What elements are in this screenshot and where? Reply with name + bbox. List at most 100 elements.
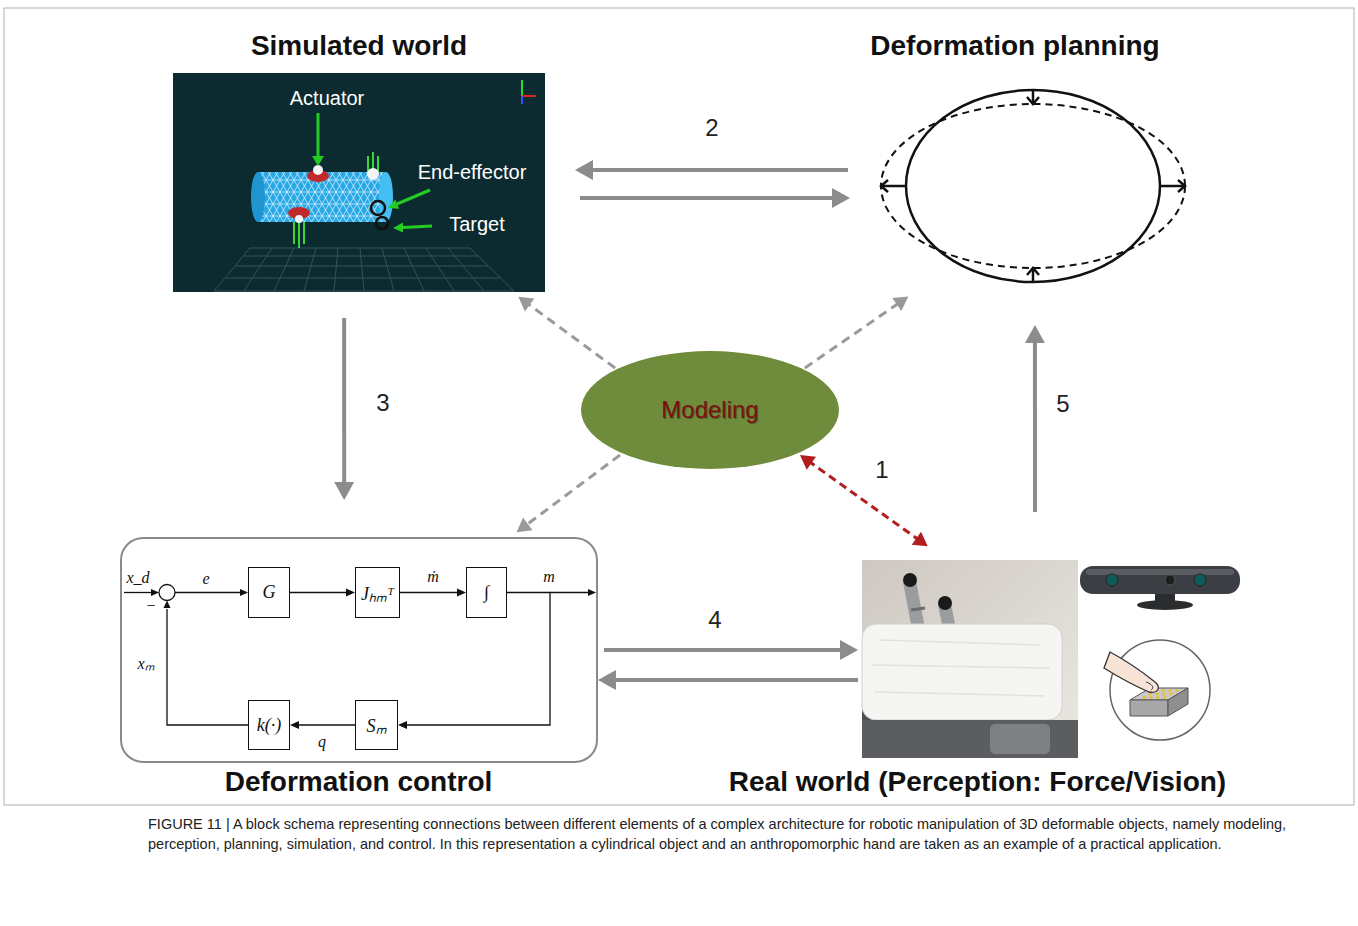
tactile-sensor-icon <box>1175 689 1178 692</box>
simulation-render <box>403 226 432 228</box>
simulation-render <box>173 73 545 292</box>
depth-camera <box>1165 575 1175 585</box>
block-symbol: Sₘ <box>367 713 387 737</box>
flow-arrow <box>588 168 848 172</box>
robot-hand-photo <box>862 720 1078 758</box>
arrow-head <box>334 482 354 500</box>
flow-arrow <box>342 318 346 487</box>
flow-arrow <box>611 678 858 682</box>
section-heading: Deformation planning <box>840 29 1190 63</box>
ellipse-shape <box>581 351 839 469</box>
selection-block: Sₘ <box>355 700 398 750</box>
simulation-render <box>522 95 536 97</box>
figure-frame <box>4 8 1354 805</box>
robot-hand-photo <box>872 665 1050 668</box>
depth-camera <box>1086 569 1234 575</box>
tactile-sensor-icon <box>1162 692 1165 695</box>
signal-line <box>400 592 460 593</box>
deformation-ellipse <box>1178 180 1185 192</box>
signal-name: q <box>316 733 328 751</box>
model-link <box>517 455 620 532</box>
modeling-ellipse: Modeling <box>580 350 840 470</box>
callout-number: 3 <box>373 389 392 417</box>
flow-arrow <box>575 160 848 180</box>
tactile-sensor-icon <box>1142 696 1145 699</box>
simulation-render <box>312 113 432 233</box>
block-symbol: G <box>263 582 276 603</box>
tactile-sensor-icon <box>1110 640 1210 740</box>
signal-line <box>290 592 349 593</box>
control-block-diagram <box>167 609 248 725</box>
deformation-ellipse <box>1160 185 1185 188</box>
signal-line <box>400 589 466 597</box>
arrow-head <box>598 670 616 690</box>
robot-hand-photo <box>911 608 925 610</box>
simulation-render <box>382 248 394 291</box>
tactile-sensor-icon <box>1149 696 1152 699</box>
deformation-ellipse <box>881 104 1185 268</box>
control-block-diagram <box>159 585 175 601</box>
robot-hand-photo <box>862 560 1078 758</box>
block-symbol: Jₕₘᵀ <box>356 568 399 617</box>
node-label: Modeling <box>580 350 840 470</box>
model-link <box>805 297 908 368</box>
arrow-head <box>912 532 928 547</box>
robot-hand-photo <box>880 640 1040 645</box>
part-label: Actuator <box>290 87 364 110</box>
control-block-diagram <box>121 538 597 762</box>
simulation-render <box>377 156 379 172</box>
arrow-head <box>290 721 299 729</box>
simulation-render <box>173 73 545 292</box>
tactile-sensor-icon <box>1104 652 1158 692</box>
robot-hand-photo <box>862 624 1062 720</box>
simulation-render <box>522 80 536 104</box>
block-symbol: k(·) <box>249 701 289 749</box>
simulation-render <box>360 248 364 291</box>
block-symbol: ∫ <box>467 568 506 617</box>
signal-name: m <box>541 568 557 586</box>
control-block-diagram <box>588 589 596 596</box>
control-node: Deformation control G Jₕₘᵀ ∫ k(·) Sₘ <box>120 537 597 800</box>
section-heading: Deformation control <box>120 765 597 799</box>
section-heading: Real world (Perception: Force/Vision) <box>700 765 1255 799</box>
simulation-render <box>371 201 385 215</box>
section-heading: Deformation planning <box>870 30 1159 62</box>
model-link <box>805 302 900 368</box>
simulation-render <box>295 215 303 223</box>
figure-caption: FIGURE 11 | A block schema representing … <box>148 814 1343 854</box>
block-symbol: Jₕₘᵀ <box>361 581 394 605</box>
block-symbol: Sₘ <box>356 701 397 749</box>
arrow-head <box>800 455 816 470</box>
signal-line <box>290 589 355 597</box>
arrow-head <box>1025 325 1045 343</box>
arrow-head <box>398 721 407 729</box>
control-block-diagram <box>550 592 589 593</box>
robot-hand-photo <box>872 640 1050 696</box>
arrow-head <box>892 297 908 312</box>
tactile-sensor-icon <box>1104 640 1210 740</box>
integrator-block: ∫ <box>466 567 507 618</box>
node-label: Modeling <box>661 396 758 424</box>
simulation-render <box>214 248 514 291</box>
simulation-render <box>448 248 484 291</box>
simulation-render <box>317 113 320 157</box>
callout-number: 5 <box>1053 390 1072 418</box>
tactile-sensor-icon <box>1156 696 1159 699</box>
flow-arrow <box>604 648 845 652</box>
signal-name: xₘ <box>137 652 154 674</box>
callout-number: 1 <box>872 456 891 484</box>
flow-arrow <box>580 196 837 200</box>
deformation-ellipse <box>881 180 888 192</box>
signal-name: e <box>202 570 209 588</box>
flow-arrow <box>1025 325 1045 512</box>
planning-node: Deformation planning <box>840 28 1190 292</box>
simulation-render <box>521 80 523 96</box>
robot-hand-photo <box>875 692 1045 696</box>
signal-line <box>296 724 355 725</box>
tactile-sensor-icon <box>1155 692 1158 695</box>
tactile-sensor-icon <box>1130 700 1168 716</box>
kinematics-block: k(·) <box>248 700 290 750</box>
simulation-render <box>393 223 403 233</box>
simulation-render <box>244 248 272 291</box>
